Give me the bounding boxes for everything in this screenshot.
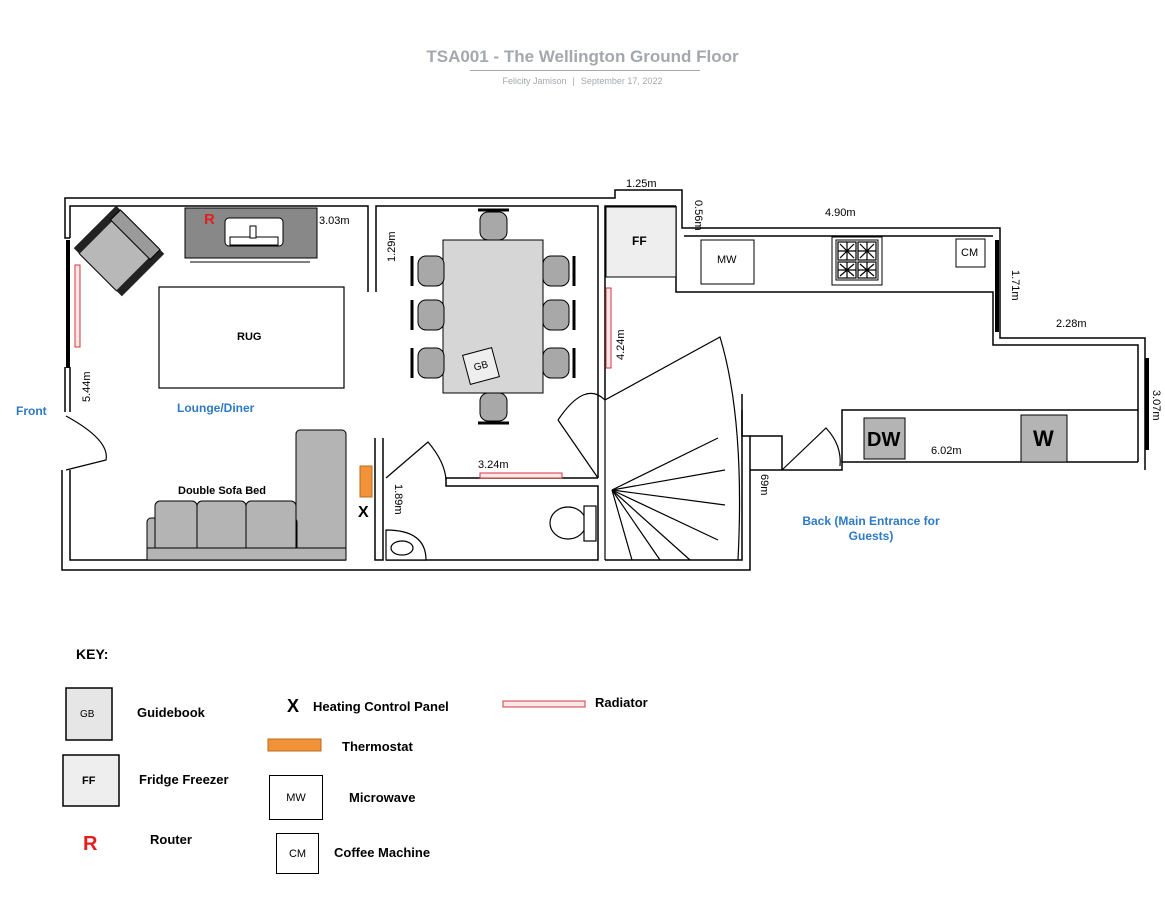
key-guidebook-label: Guidebook bbox=[137, 705, 205, 720]
fireplace bbox=[184, 207, 318, 263]
basin-bowl bbox=[390, 540, 414, 556]
staircase bbox=[557, 336, 741, 561]
router-label: R bbox=[204, 211, 215, 228]
back-entrance-label: Back (Main Entrance for Guests) bbox=[802, 514, 940, 543]
dim-0-56: 0.56m bbox=[692, 200, 704, 231]
key-heating-label: Heating Control Panel bbox=[313, 699, 449, 714]
dim-69: 69m bbox=[758, 474, 770, 496]
fridge-freezer-label: FF bbox=[632, 234, 647, 248]
doors bbox=[65, 415, 841, 481]
author-name: Felicity Jamison bbox=[502, 76, 567, 86]
key-guidebook-swatch bbox=[65, 687, 113, 741]
lounge-inner-top bbox=[69, 205, 369, 292]
key-coffee-swatch: CM bbox=[276, 833, 319, 874]
washer-box bbox=[1020, 414, 1068, 463]
microwave-box bbox=[700, 239, 755, 285]
coffee-machine-label: CM bbox=[961, 247, 979, 259]
key-heading: KEY: bbox=[76, 646, 109, 662]
washer-label: W bbox=[1033, 426, 1054, 451]
dim-1-29: 1.29m bbox=[386, 231, 398, 262]
dim-4-90: 4.90m bbox=[825, 207, 856, 219]
dim-3-24: 3.24m bbox=[478, 459, 509, 471]
key-fridge-label: Fridge Freezer bbox=[139, 772, 229, 787]
rug bbox=[158, 286, 345, 389]
key-thermostat-label: Thermostat bbox=[342, 739, 413, 754]
dim-3-07: 3.07m bbox=[1150, 390, 1162, 421]
key-microwave-swatch: MW bbox=[269, 775, 323, 820]
guidebook-box bbox=[462, 347, 500, 385]
thermostat-key-swatch bbox=[267, 738, 322, 752]
chairs bbox=[417, 211, 570, 422]
heating-control-marker: X bbox=[358, 504, 369, 521]
dim-3-03: 3.03m bbox=[319, 215, 350, 227]
key-guidebook-symbol: GB bbox=[80, 709, 95, 720]
radiator-lounge bbox=[74, 264, 81, 348]
title-underline bbox=[470, 70, 700, 71]
key-router-symbol: R bbox=[83, 833, 98, 855]
back-door bbox=[781, 427, 841, 471]
radiator-hall bbox=[479, 472, 563, 479]
toilet bbox=[549, 506, 587, 540]
hob bbox=[831, 236, 883, 286]
outer-wall-top bbox=[64, 189, 1146, 470]
dim-2-28: 2.28m bbox=[1056, 318, 1087, 330]
back-hall-bottom bbox=[782, 461, 1138, 471]
radiator-key-swatch bbox=[502, 700, 586, 708]
key-radiator-label: Radiator bbox=[595, 695, 648, 710]
bath-wall bbox=[386, 477, 599, 561]
bathroom-door bbox=[385, 441, 447, 481]
armchair bbox=[73, 205, 165, 297]
lounge-diner-label: Lounge/Diner bbox=[177, 401, 255, 415]
dim-1-25: 1.25m bbox=[626, 178, 657, 190]
dim-1-71: 1.71m bbox=[1009, 270, 1021, 301]
dim-1-89: 1.89m bbox=[392, 484, 404, 515]
key-router-label: Router bbox=[150, 832, 192, 847]
front-entrance-label: Front bbox=[16, 404, 47, 418]
key-fridge-swatch bbox=[62, 754, 120, 807]
chair-backs bbox=[410, 208, 576, 425]
plan-date: September 17, 2022 bbox=[580, 76, 663, 86]
page-subtitle: Felicity Jamison | September 17, 2022 bbox=[0, 76, 1165, 86]
stair-wall-right bbox=[605, 410, 743, 561]
dim-4-24: 4.24m bbox=[615, 329, 627, 360]
dishwasher-label: DW bbox=[867, 429, 901, 451]
subtitle-separator: | bbox=[572, 76, 575, 86]
bath-wall-left bbox=[374, 438, 384, 561]
utility-counter bbox=[841, 409, 1138, 462]
dim-6-02: 6.02m bbox=[931, 445, 962, 457]
key-heating-symbol: X bbox=[287, 696, 300, 716]
bathroom-fixtures bbox=[385, 505, 597, 561]
kitchen-inner-left bbox=[604, 205, 676, 400]
fridge-freezer-box bbox=[605, 206, 677, 278]
dining-inner bbox=[375, 205, 599, 400]
radiators bbox=[74, 264, 612, 708]
kitchen-inner-right bbox=[675, 206, 1139, 462]
sofa-label: Double Sofa Bed bbox=[178, 485, 267, 497]
page-title: TSA001 - The Wellington Ground Floor bbox=[426, 47, 739, 66]
radiator-kitchen bbox=[605, 287, 612, 369]
rug-label: RUG bbox=[237, 331, 262, 343]
coffee-machine-box bbox=[955, 238, 986, 268]
microwave-label: MW bbox=[717, 254, 737, 266]
toilet-cistern bbox=[583, 505, 597, 542]
key-coffee-label: Coffee Machine bbox=[334, 845, 431, 860]
dining-set bbox=[410, 208, 576, 425]
front-door bbox=[65, 415, 107, 471]
dim-5-44: 5.44m bbox=[81, 371, 93, 402]
key-microwave-label: Microwave bbox=[349, 790, 416, 805]
windows bbox=[66, 240, 1149, 450]
key-fridge-symbol: FF bbox=[82, 775, 96, 787]
walls bbox=[61, 189, 1146, 571]
sofa bbox=[146, 429, 347, 561]
dishwasher-box bbox=[863, 417, 906, 460]
back-hall-left bbox=[750, 435, 783, 470]
thermostat-hall bbox=[359, 465, 373, 498]
